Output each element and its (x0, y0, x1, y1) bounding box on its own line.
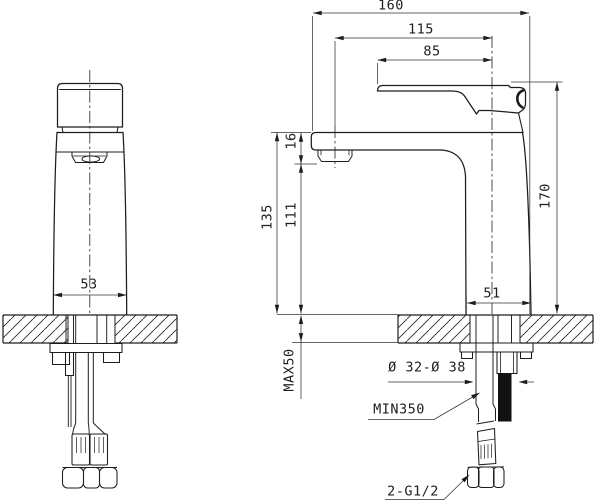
hose-nut-lobe (82, 466, 101, 489)
dim-label-reach-overall: 160 (378, 0, 404, 14)
side-spout (310, 131, 524, 151)
dim-label-spout-height: 135 (259, 204, 276, 230)
supply-hose (475, 343, 496, 425)
hose-nut-lobe (466, 466, 480, 489)
front-mounting-hardware (49, 315, 123, 489)
front-body-left (52, 131, 58, 315)
dim-label-hose-length-min: MIN350 (373, 401, 425, 418)
dimension-arrows (53, 10, 560, 483)
dim-label-total-height: 170 (537, 183, 554, 209)
dim-label-connection-thread: 2-G1/2 (387, 483, 439, 500)
supply-hoses (75, 352, 94, 423)
dim-label-counter-thickness-max: MAX50 (281, 348, 298, 392)
side-cartridge-edge (517, 112, 524, 134)
side-lever-notch (516, 89, 525, 109)
hose-nut-lobe (61, 466, 85, 489)
side-lever-bottom (376, 90, 520, 115)
centerlines (89, 36, 493, 314)
mounting-washer (459, 342, 534, 353)
dim-label-aerator-height: 111 (283, 202, 300, 228)
dim-label-body-depth: 51 (483, 285, 501, 302)
stud-nut (496, 351, 518, 375)
hose-nut-lobe (492, 466, 505, 489)
hose-crimp-right (89, 433, 109, 466)
dim-label-body-width: 53 (80, 276, 98, 293)
side-lever-top (376, 84, 527, 114)
front-neck (61, 126, 119, 133)
hose-nut-lobe (477, 466, 495, 489)
dim-label-lever-length: 85 (423, 43, 441, 60)
side-body-front (441, 149, 467, 315)
dim-label-reach-to-cartridge: 115 (408, 21, 434, 38)
threaded-stud (498, 373, 512, 422)
hose-crimp (476, 427, 497, 466)
hose-nut-lobe (98, 466, 118, 489)
side-body-back (521, 131, 532, 315)
front-body-right (122, 131, 128, 315)
side-mounting-hardware (459, 315, 534, 489)
mounting-washer (49, 342, 123, 354)
front-handle (56, 82, 124, 128)
dim-label-hole-diameter: Ø 32-Ø 38 (388, 359, 466, 376)
countertop (2, 314, 594, 344)
dim-label-spout-lip-height: 16 (283, 132, 300, 150)
side-view (310, 84, 532, 315)
mounting-stud (64, 351, 75, 377)
front-aerator-outlet (81, 155, 101, 163)
